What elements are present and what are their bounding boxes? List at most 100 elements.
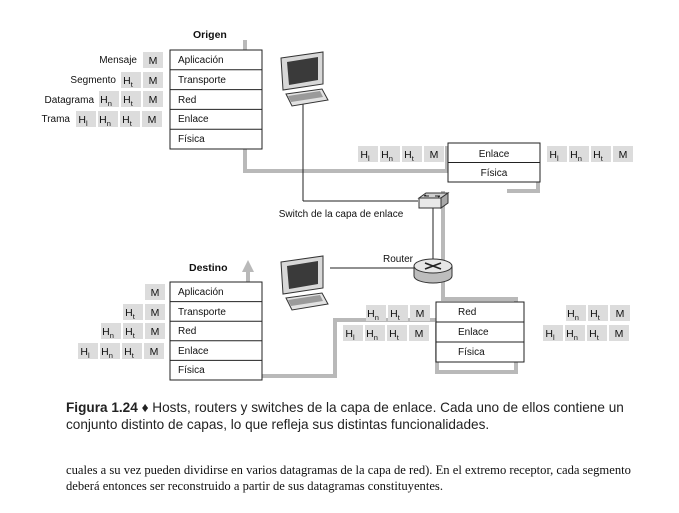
header-group-router-in-net: Hn Ht M — [366, 305, 430, 322]
layer-enlace: Enlace — [178, 114, 209, 125]
message-label: M — [149, 75, 158, 87]
message-label: M — [415, 328, 424, 340]
caption-text: Hosts, routers y switches de la capa de … — [66, 400, 624, 432]
message-label: M — [149, 94, 158, 106]
flow-arrowhead — [242, 260, 254, 272]
switch-box: Enlace Física — [447, 142, 541, 183]
message-chip — [143, 72, 163, 88]
message-chip — [145, 323, 165, 339]
message-chip — [609, 325, 629, 341]
header-chip — [100, 343, 120, 359]
dest-layer-stack: Aplicación Transporte Red Enlace Física — [169, 281, 263, 381]
header-group-src-transport: Ht M — [121, 72, 163, 89]
header-chip — [547, 146, 567, 162]
dest-layer-aplicacion: Aplicación — [178, 287, 224, 298]
layer-transporte: Transporte — [178, 75, 226, 86]
router-box: Red Enlace Física — [435, 301, 525, 363]
header-label-transport: Ht — [404, 149, 415, 163]
header-chip — [99, 91, 119, 107]
header-chip — [566, 305, 586, 321]
source-computer-icon — [280, 51, 329, 107]
layer-aplicacion: Aplicación — [178, 55, 224, 66]
header-label-transport: Ht — [589, 328, 600, 342]
message-chip — [409, 325, 429, 341]
switch-label: Switch de la capa de enlace — [279, 209, 404, 220]
message-label: M — [416, 308, 425, 320]
header-label-transport: Ht — [390, 308, 401, 322]
header-chip — [388, 305, 408, 321]
header-chip — [120, 111, 140, 127]
header-group-dst-transport: Ht M — [123, 304, 165, 321]
header-chip — [366, 305, 386, 321]
source-layer-stack: Aplicación Transporte Red Enlace Física — [169, 49, 263, 150]
source-host-title: Origen — [193, 29, 227, 41]
message-chip — [143, 52, 163, 68]
layer-fisica: Física — [178, 134, 205, 145]
header-label-net: Hn — [381, 149, 393, 163]
header-chip — [78, 343, 98, 359]
header-label-transport: Ht — [123, 94, 134, 108]
header-label-transport: Ht — [124, 346, 135, 360]
layer-red: Red — [178, 95, 196, 106]
header-label-net: Hn — [102, 326, 114, 340]
header-chip — [358, 146, 378, 162]
message-label: M — [151, 287, 160, 299]
message-chip — [145, 304, 165, 320]
figure-label: Figura 1.24 — [66, 400, 138, 415]
switch-layer-enlace: Enlace — [479, 149, 510, 160]
body-paragraph: cuales a su vez pueden dividirse en vari… — [66, 463, 631, 493]
header-label-net: Hn — [570, 149, 582, 163]
header-label-transport: Ht — [123, 75, 134, 89]
message-chip — [145, 284, 165, 300]
header-chip — [387, 325, 407, 341]
message-chip — [410, 305, 430, 321]
router-icon — [413, 258, 453, 284]
header-chip — [587, 325, 607, 341]
header-chip — [123, 304, 143, 320]
header-chip — [76, 111, 96, 127]
message-label: M — [430, 149, 439, 161]
pdu-datagrama: Datagrama — [45, 95, 95, 106]
header-chip — [565, 325, 585, 341]
header-group-dst-app: M — [145, 284, 165, 300]
header-chip — [122, 343, 142, 359]
figure-caption: Figura 1.24 ♦ Hosts, routers y switches … — [66, 400, 636, 433]
message-chip — [610, 305, 630, 321]
switch-layer-fisica: Física — [481, 168, 508, 179]
message-label: M — [151, 307, 160, 319]
header-chip — [402, 146, 422, 162]
header-label-transport: Ht — [590, 308, 601, 322]
header-chip — [121, 72, 141, 88]
router-layer-enlace: Enlace — [458, 327, 489, 338]
header-label-link: Hl — [345, 328, 355, 342]
header-label-link: Hl — [545, 328, 555, 342]
header-chip — [343, 325, 363, 341]
message-chip — [142, 111, 162, 127]
header-label-net: Hn — [101, 346, 113, 360]
header-chip — [588, 305, 608, 321]
header-label-link: Hl — [80, 346, 90, 360]
message-label: M — [151, 326, 160, 338]
header-label-net: Hn — [567, 308, 579, 322]
header-chip — [380, 146, 400, 162]
dest-layer-red: Red — [178, 326, 196, 337]
router-layer-red: Red — [458, 307, 476, 318]
message-label: M — [616, 308, 625, 320]
header-chip — [101, 323, 121, 339]
header-label-net: Hn — [566, 328, 578, 342]
header-label-transport: Ht — [125, 307, 136, 321]
pdu-mensaje: Mensaje — [99, 55, 137, 66]
caption-bullet: ♦ — [141, 400, 149, 415]
message-chip — [613, 146, 633, 162]
header-label-net: Hn — [367, 308, 379, 322]
switch-icon — [417, 192, 450, 209]
message-chip — [143, 91, 163, 107]
protocol-layer-diagram: Origen Aplicación Transporte Red Enlace … — [41, 29, 633, 381]
